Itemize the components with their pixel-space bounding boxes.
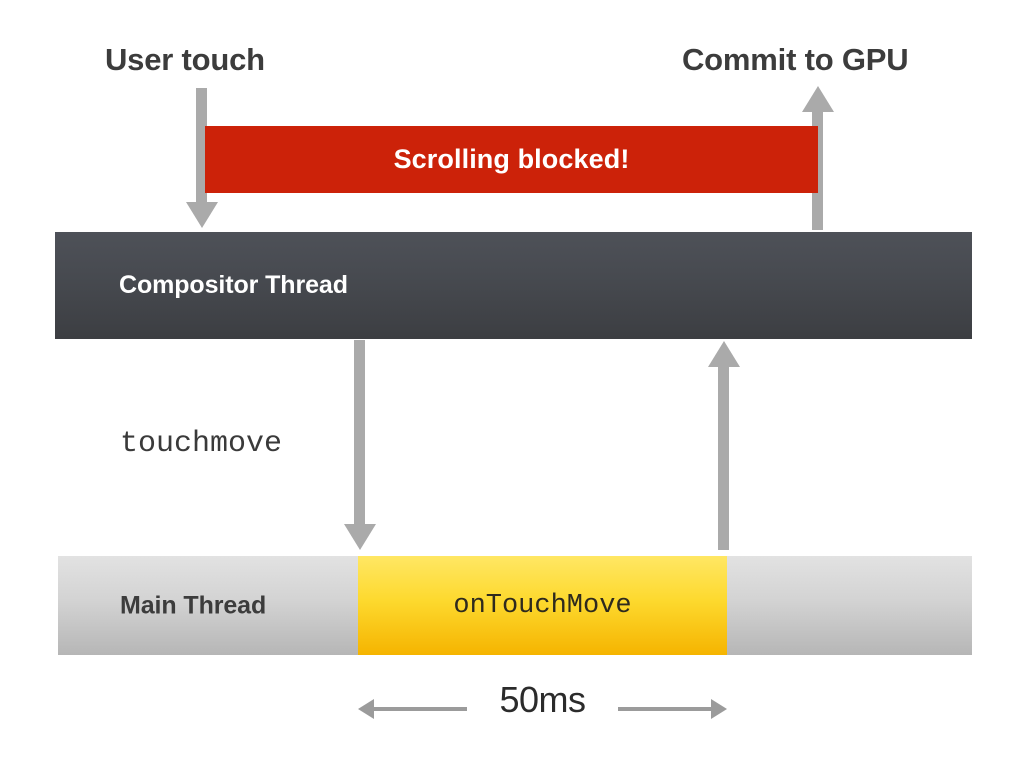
- commit-to-gpu-label: Commit to GPU: [682, 42, 909, 77]
- duration-measure: 50ms: [358, 679, 727, 730]
- touchmove-dispatch-arrow-head-icon: [344, 524, 376, 550]
- duration-label: 50ms: [499, 679, 586, 720]
- duration-arrow-right-icon: [711, 699, 727, 719]
- scrolling-blocked-label: Scrolling blocked!: [393, 144, 630, 174]
- commit-to-gpu-arrow-head-icon: [802, 86, 834, 112]
- user-touch-arrow-head-icon: [186, 202, 218, 228]
- duration-line-left: [372, 707, 467, 711]
- scrolling-blocked-bar: Scrolling blocked!: [205, 126, 818, 193]
- main-thread-label: Main Thread: [120, 591, 267, 619]
- user-touch-arrow-shaft: [196, 88, 207, 208]
- duration-arrow-left-icon: [358, 699, 374, 719]
- touchmove-event-label: touchmove: [120, 427, 283, 461]
- main-thread-bar: Main Thread onTouchMove: [58, 556, 972, 655]
- compositor-thread-bar: Compositor Thread: [55, 232, 972, 339]
- touchmove-dispatch-arrow-shaft: [354, 340, 365, 532]
- handler-return-arrow-head-icon: [708, 341, 740, 367]
- duration-line-right: [618, 707, 713, 711]
- user-touch-label: User touch: [105, 42, 265, 77]
- handler-return-arrow-shaft: [718, 362, 729, 550]
- on-touch-move-label: onTouchMove: [453, 590, 632, 621]
- compositor-thread-label: Compositor Thread: [119, 271, 348, 299]
- on-touch-move-task-block: onTouchMove: [358, 556, 727, 655]
